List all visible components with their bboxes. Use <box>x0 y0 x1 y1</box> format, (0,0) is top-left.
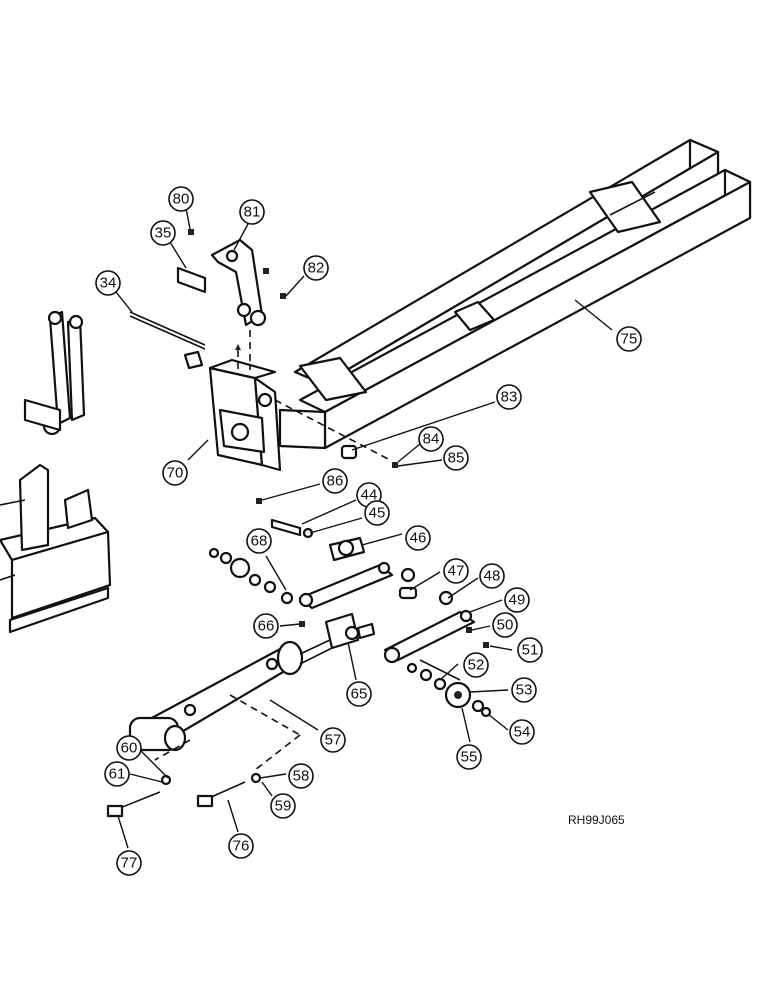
callout-77: 77 <box>116 850 142 876</box>
svg-text:54: 54 <box>514 724 531 741</box>
hydraulic-cylinder <box>128 639 333 771</box>
svg-text:53: 53 <box>516 682 533 699</box>
tongue-frame <box>278 138 752 450</box>
pin-hardware-83 <box>274 399 398 468</box>
callout-53: 53 <box>511 677 537 703</box>
callout-46: 46 <box>405 525 431 551</box>
svg-text:60: 60 <box>121 740 138 757</box>
callout-75: 75 <box>616 326 642 352</box>
svg-text:61: 61 <box>109 766 126 783</box>
svg-text:50: 50 <box>497 617 514 634</box>
svg-text:76: 76 <box>233 838 250 855</box>
callout-47: 47 <box>443 558 469 584</box>
callout-60: 60 <box>116 735 142 761</box>
callout-65: 65 <box>346 681 372 707</box>
svg-text:86: 86 <box>327 473 344 490</box>
svg-text:44: 44 <box>361 487 378 504</box>
callout-86: 86 <box>322 468 348 494</box>
callout-55: 55 <box>456 744 482 770</box>
hitch-arm-assembly <box>129 229 286 372</box>
callout-81: 81 <box>239 199 265 225</box>
callout-80: 80 <box>168 186 194 212</box>
callout-50: 50 <box>492 612 518 638</box>
svg-text:84: 84 <box>423 431 440 448</box>
callout-70: 70 <box>162 460 188 486</box>
clevis-bracket <box>208 358 282 472</box>
svg-text:80: 80 <box>173 191 190 208</box>
svg-text:35: 35 <box>155 225 172 242</box>
svg-text:70: 70 <box>167 465 184 482</box>
linkage-assembly <box>208 498 492 718</box>
callout-68: 68 <box>246 528 272 554</box>
svg-text:75: 75 <box>621 331 638 348</box>
callout-58: 58 <box>288 763 314 789</box>
svg-text:68: 68 <box>251 533 268 550</box>
svg-text:85: 85 <box>448 450 465 467</box>
callout-52: 52 <box>463 652 489 678</box>
svg-text:45: 45 <box>369 505 386 522</box>
callout-54: 54 <box>509 719 535 745</box>
hoses <box>106 772 262 818</box>
svg-text:47: 47 <box>448 563 465 580</box>
svg-text:52: 52 <box>468 657 485 674</box>
callout-34: 34 <box>95 270 121 296</box>
svg-text:65: 65 <box>351 686 368 703</box>
svg-text:82: 82 <box>308 260 325 277</box>
callout-35: 35 <box>150 220 176 246</box>
svg-text:77: 77 <box>121 855 138 872</box>
callout-76: 76 <box>228 833 254 859</box>
callout-49: 49 <box>504 587 530 613</box>
svg-text:57: 57 <box>325 732 342 749</box>
callout-85: 85 <box>443 445 469 471</box>
callout-82: 82 <box>303 255 329 281</box>
drawing-code: RH99J065 <box>568 813 625 827</box>
callout-51: 51 <box>517 637 543 663</box>
svg-text:58: 58 <box>293 768 310 785</box>
svg-text:48: 48 <box>484 568 501 585</box>
svg-text:46: 46 <box>410 530 427 547</box>
svg-text:34: 34 <box>100 275 117 292</box>
svg-text:66: 66 <box>258 618 275 635</box>
leader-lines <box>115 207 613 849</box>
svg-text:81: 81 <box>244 204 261 221</box>
callout-48: 48 <box>479 563 505 589</box>
svg-text:51: 51 <box>522 642 539 659</box>
callout-61: 61 <box>104 761 130 787</box>
callout-59: 59 <box>270 793 296 819</box>
left-frame-fragment <box>0 310 112 634</box>
callout-83: 83 <box>496 384 522 410</box>
svg-text:49: 49 <box>509 592 526 609</box>
callout-45: 45 <box>364 500 390 526</box>
callout-84: 84 <box>418 426 444 452</box>
svg-text:55: 55 <box>461 749 478 766</box>
svg-text:59: 59 <box>275 798 292 815</box>
svg-text:83: 83 <box>501 389 518 406</box>
callout-66: 66 <box>253 613 279 639</box>
callout-57: 57 <box>320 727 346 753</box>
